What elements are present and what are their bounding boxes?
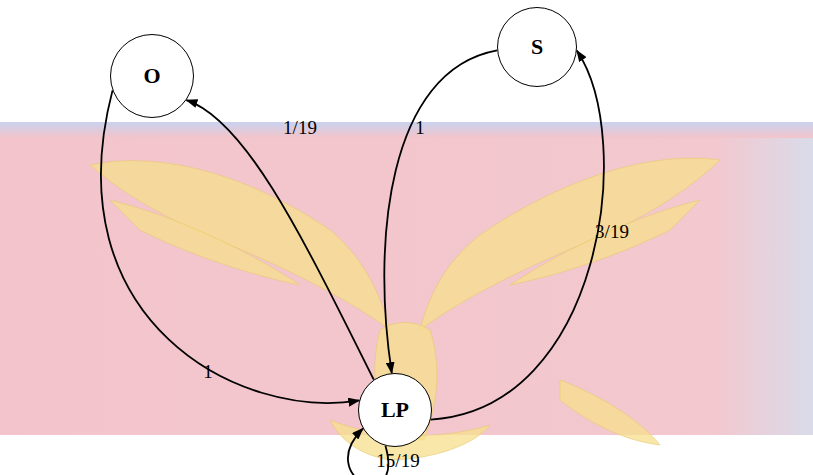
transition-arrow	[431, 50, 604, 419]
eagle-watermark	[90, 158, 720, 460]
transition-arrow	[384, 50, 497, 373]
state-name: LP	[381, 397, 409, 423]
state-circle: S	[497, 7, 577, 87]
state-name: O	[143, 63, 160, 89]
transition-probability: 1/19	[283, 118, 317, 139]
transition-probability: 1	[415, 118, 425, 139]
state-name: S	[531, 34, 543, 60]
transition-arrow	[186, 100, 373, 380]
transition-arrow	[101, 90, 359, 403]
transition-probability: 1	[203, 362, 213, 383]
transition-probability: 15/19	[376, 451, 419, 472]
transition-probability: 3/19	[595, 222, 629, 243]
state-circle: O	[110, 34, 194, 118]
state-circle: LP	[358, 373, 432, 447]
